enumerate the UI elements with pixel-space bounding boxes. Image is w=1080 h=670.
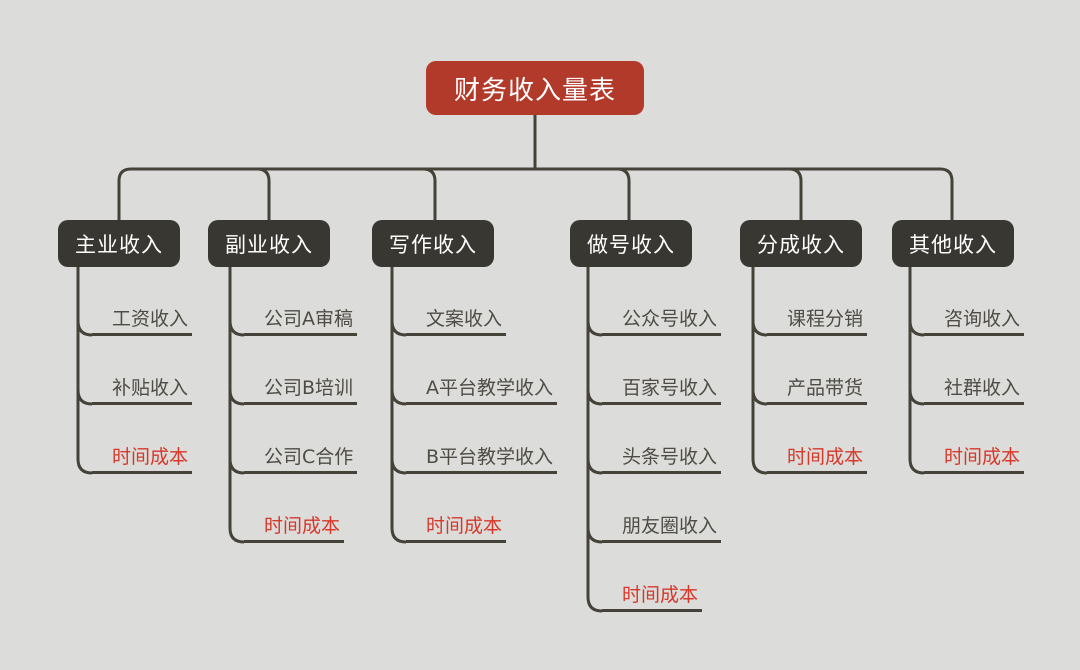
leaf-item-cost[interactable]: 时间成本 [924,444,1025,474]
branch-node[interactable]: 做号收入 [570,220,692,267]
leaf-item-cost[interactable]: 时间成本 [406,513,507,543]
leaf-item[interactable]: 补贴收入 [92,375,193,405]
leaf-item[interactable]: 产品带货 [767,375,868,405]
branch-node-label: 主业收入 [75,232,163,257]
leaf-item[interactable]: A平台教学收入 [406,375,557,405]
branch-node-label: 副业收入 [225,232,313,257]
leaf-item-cost[interactable]: 时间成本 [244,513,345,543]
leaf-item[interactable]: B平台教学收入 [406,444,558,474]
leaf-item[interactable]: 头条号收入 [602,444,722,474]
leaf-item[interactable]: 百家号收入 [602,375,722,405]
branch-node-label: 做号收入 [587,232,675,257]
branch-node-label: 写作收入 [389,232,477,257]
branch-node[interactable]: 分成收入 [740,220,862,267]
branch-node[interactable]: 其他收入 [892,220,1014,267]
leaf-item[interactable]: 咨询收入 [924,306,1025,336]
branch-node[interactable]: 主业收入 [58,220,180,267]
root-node[interactable]: 财务收入量表 [426,61,644,115]
leaf-item-cost[interactable]: 时间成本 [602,582,703,612]
leaf-item[interactable]: 社群收入 [924,375,1025,405]
leaf-item[interactable]: 公众号收入 [602,306,722,336]
branch-node[interactable]: 副业收入 [208,220,330,267]
leaf-item[interactable]: 公司C合作 [244,444,358,474]
branch-node-label: 其他收入 [909,232,997,257]
branch-node[interactable]: 写作收入 [372,220,494,267]
leaf-item[interactable]: 朋友圈收入 [602,513,722,543]
leaf-item[interactable]: 课程分销 [767,306,868,336]
leaf-item-cost[interactable]: 时间成本 [767,444,868,474]
leaf-item[interactable]: 公司A审稿 [244,306,357,336]
branch-node-label: 分成收入 [757,232,845,257]
root-node-label: 财务收入量表 [453,75,616,106]
leaf-item[interactable]: 工资收入 [92,306,193,336]
leaf-item[interactable]: 公司B培训 [244,375,358,405]
leaf-item-cost[interactable]: 时间成本 [92,444,193,474]
leaf-item[interactable]: 文案收入 [406,306,507,336]
